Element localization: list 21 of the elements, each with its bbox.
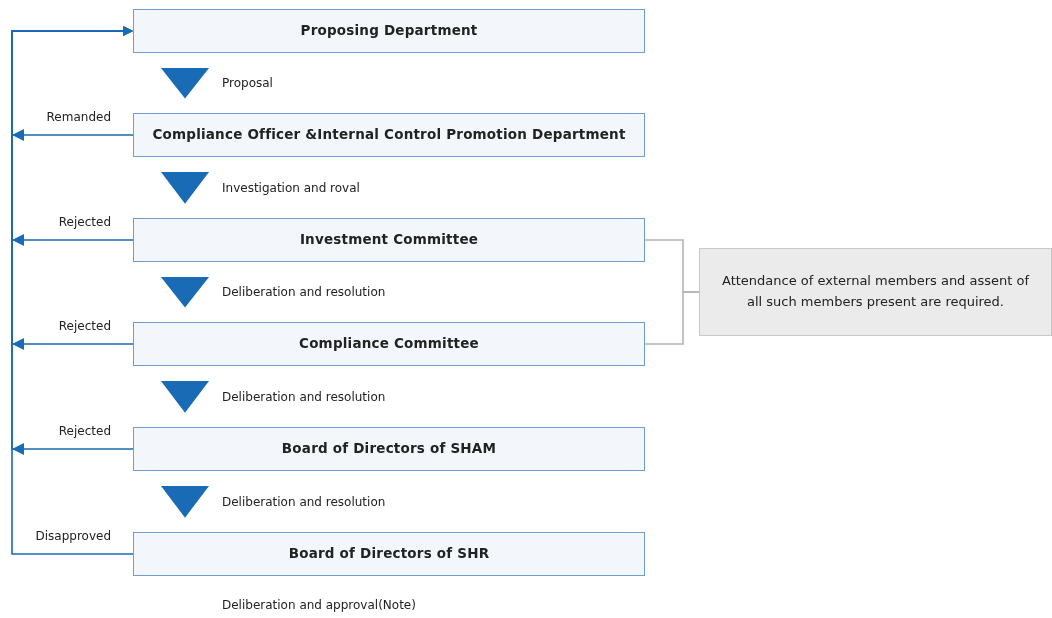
note-box bbox=[699, 248, 1052, 336]
edge-label: Proposal bbox=[222, 75, 273, 91]
process-box bbox=[133, 218, 645, 262]
box-title: Board of Directors of SHAM bbox=[281, 439, 497, 459]
process-box bbox=[133, 9, 645, 53]
box-title: Board of Directors of SHR bbox=[288, 544, 490, 564]
process-box bbox=[133, 322, 645, 366]
box-title: Compliance Officer &Internal Control Promotion Department bbox=[152, 125, 626, 145]
edge-label: Rejected bbox=[58, 423, 111, 439]
edge-label: Disapproved bbox=[35, 528, 111, 544]
box-title: Proposing Department bbox=[300, 21, 478, 41]
step-note: Deliberation and approval(Note) bbox=[222, 597, 416, 613]
edge-label: Rejected bbox=[58, 318, 111, 334]
edge-label: Rejected bbox=[58, 214, 111, 230]
process-box bbox=[133, 113, 645, 157]
process-box bbox=[133, 427, 645, 471]
box-title: Compliance Committee bbox=[299, 334, 479, 354]
process-box bbox=[133, 532, 645, 576]
edge-label: Investigation and roval bbox=[222, 179, 360, 196]
note-text: Attendance of external members and assent of all such members present are required. bbox=[720, 272, 1031, 311]
box-title: Investment Committee bbox=[299, 230, 479, 250]
